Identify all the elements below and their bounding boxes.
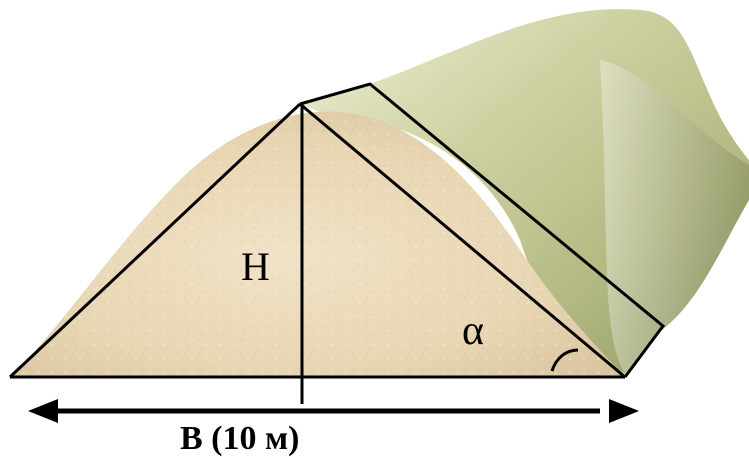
arrow-right-icon bbox=[609, 399, 639, 423]
height-label: H bbox=[241, 244, 270, 289]
angle-arc bbox=[550, 348, 579, 372]
triangle-right-side bbox=[299, 102, 626, 379]
sand-texture bbox=[10, 111, 625, 377]
triangle-left-side bbox=[8, 102, 302, 379]
arrow-left-icon bbox=[28, 399, 58, 423]
roof-shade bbox=[600, 60, 749, 374]
angle-label: α bbox=[462, 308, 484, 354]
base-label: B (10 м) bbox=[180, 420, 299, 457]
roof-outline bbox=[299, 82, 666, 378]
